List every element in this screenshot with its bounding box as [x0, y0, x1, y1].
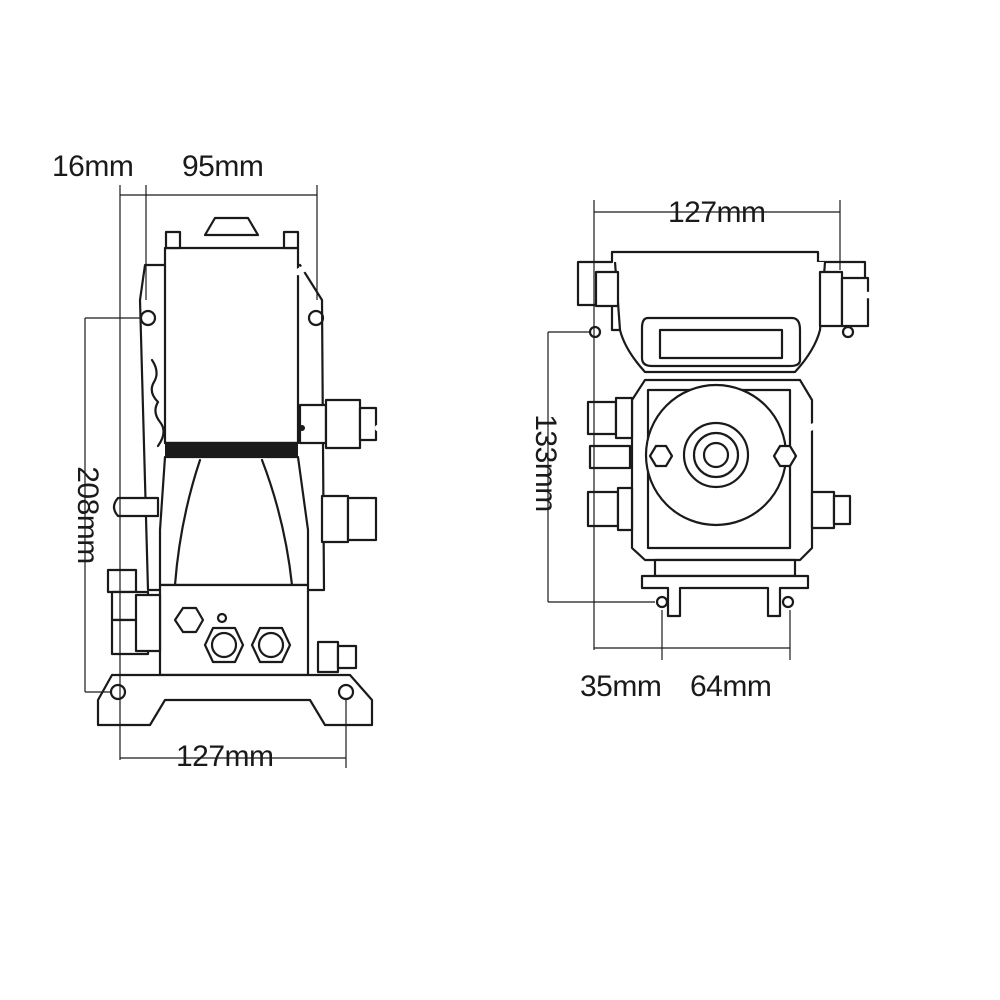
- front-view-dimension-lines: [84, 185, 347, 768]
- front-view-pump: [96, 216, 484, 727]
- side-dim-top-width-label: 127mm: [668, 196, 766, 229]
- side-view-pump: [576, 250, 969, 618]
- side-dim-foot-spacing-label: 64mm: [690, 670, 772, 703]
- front-dim-height-label: 208mm: [71, 466, 104, 564]
- side-view-dimension-lines: [547, 200, 841, 660]
- front-dim-left-offset-label: 16mm: [52, 150, 134, 183]
- side-dim-foot-offset-label: 35mm: [580, 670, 662, 703]
- front-dim-base-width-label: 127mm: [176, 740, 274, 773]
- front-dim-body-width-label: 95mm: [182, 150, 264, 183]
- side-dim-height-label: 133mm: [529, 414, 562, 512]
